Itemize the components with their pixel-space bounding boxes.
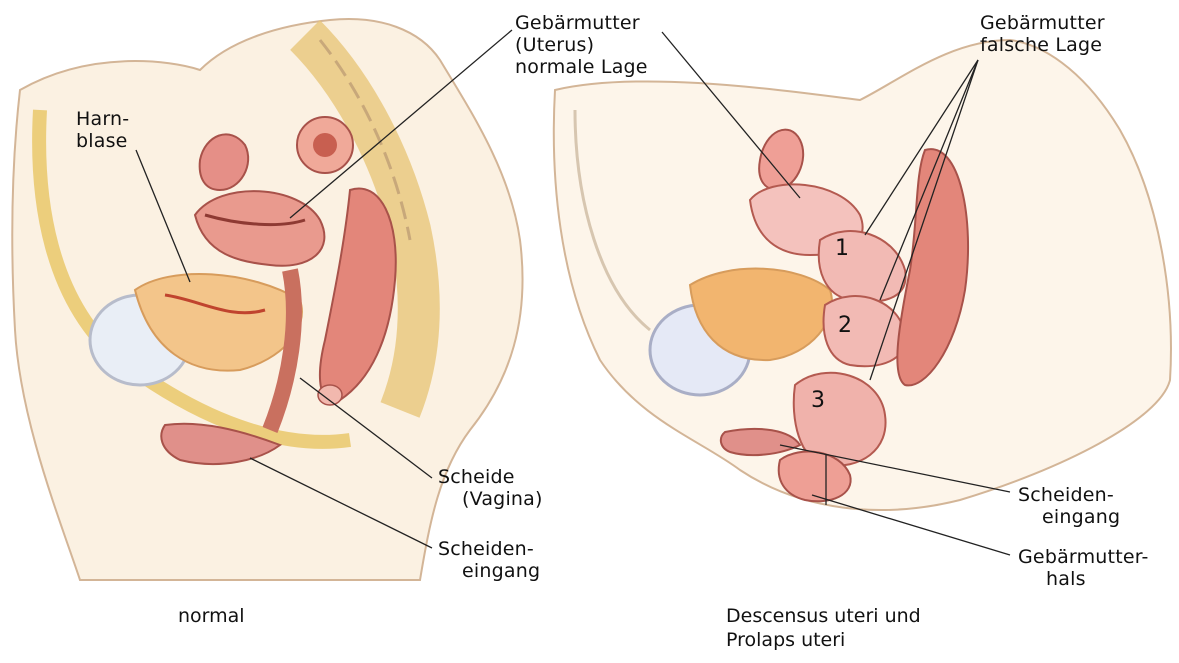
position-3: 3	[811, 388, 825, 413]
right-caption: Descensus uteri und Prolaps uteri	[726, 604, 921, 652]
position-1: 1	[835, 236, 849, 261]
uterus-wrong-label: Gebärmutter falsche Lage	[980, 12, 1105, 56]
uterus-normal-label: Gebärmutter (Uterus) normale Lage	[515, 12, 648, 78]
position-2: 2	[838, 313, 852, 338]
left-caption: normal	[178, 604, 245, 628]
vagina-label: Scheide (Vagina)	[438, 466, 543, 510]
bladder-label: Harn- blase	[76, 108, 129, 152]
vaginal-opening-label-right: Scheiden- eingang	[1018, 484, 1120, 528]
cervix-label: Gebärmutter- hals	[1018, 546, 1149, 590]
right-anatomy-drawing	[554, 40, 1171, 510]
vaginal-opening-label-left: Scheiden- eingang	[438, 538, 540, 582]
